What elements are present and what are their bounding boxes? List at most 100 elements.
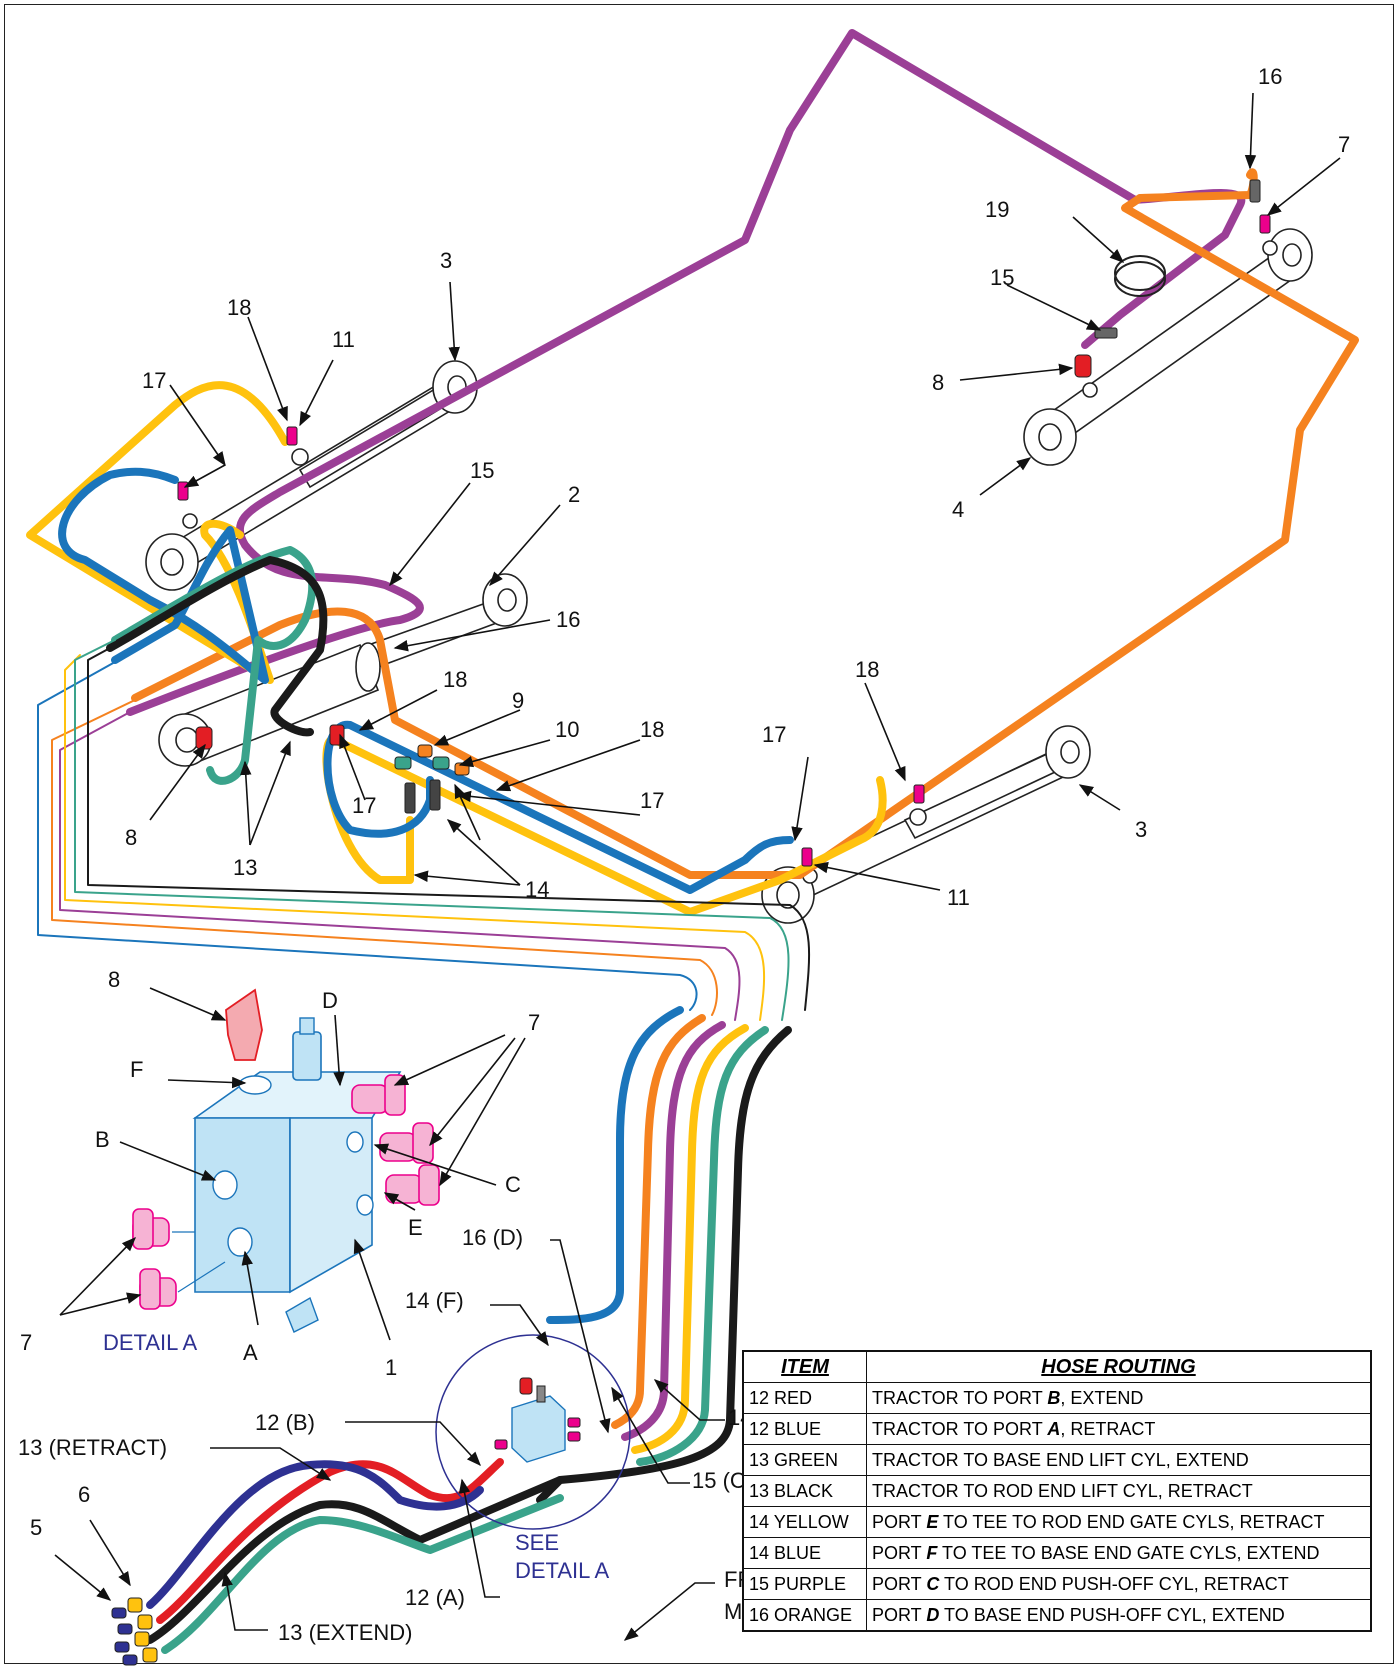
leader-lines [54,92,1341,1641]
routing-text: TO BASE END PUSH-OFF CYL, EXTEND [939,1604,1285,1625]
port-label-f: F [130,1057,143,1082]
callout-12a: 12 (A) [405,1585,465,1610]
callout-17: 17 [640,788,664,813]
row-routing: TRACTOR TO BASE END LIFT CYL, EXTEND [866,1444,1372,1476]
callout-16: 16 [556,607,580,632]
gate-cylinder-right [761,725,1091,924]
callout-7: 7 [528,1010,540,1035]
see-detail-a-line1: SEE [515,1530,559,1555]
routing-text: TRACTOR TO ROD END LIFT CYL, RETRACT [872,1480,1253,1501]
callout-3: 3 [440,248,452,273]
detail-a-title: DETAIL A [103,1330,197,1355]
column-header-hose-routing: HOSE ROUTING [866,1350,1372,1383]
port-letter: D [926,1604,940,1625]
row-item: 14 YELLOW [742,1506,867,1538]
port-letter: E [926,1511,939,1532]
callout-13: 13 [233,855,257,880]
callout-13-retract: 13 (RETRACT) [18,1435,167,1460]
port-letter: B [1047,1387,1061,1408]
routing-text: TO TEE TO ROD END GATE CYLS, RETRACT [938,1511,1325,1532]
routing-text: PORT [872,1542,927,1563]
routing-text: TO TEE TO BASE END GATE CYLS, EXTEND [937,1542,1320,1563]
callout-7: 7 [1338,132,1350,157]
callout-7: 7 [20,1330,32,1355]
row-item: 12 RED [742,1382,867,1414]
blue-hose-gate [58,467,794,894]
callout-2: 2 [568,482,580,507]
push-off-cylinder [1023,228,1313,466]
callout-14f: 14 (F) [405,1288,464,1313]
callout-18: 18 [855,657,879,682]
callout-18: 18 [443,667,467,692]
routing-text: TRACTOR TO BASE END LIFT CYL, EXTEND [872,1449,1249,1470]
row-routing: PORT E TO TEE TO ROD END GATE CYLS, RETR… [866,1506,1372,1538]
routing-text: , EXTEND [1060,1387,1144,1408]
row-item: 15 PURPLE [742,1568,867,1600]
callout-17: 17 [142,368,166,393]
row-routing: TRACTOR TO PORT A, RETRACT [866,1413,1372,1445]
callout-11: 11 [947,885,970,910]
callout-10: 10 [555,717,579,742]
row-item: 12 BLUE [742,1413,867,1445]
valve-block-small [494,1377,581,1463]
port-letter: A [1047,1418,1061,1439]
routing-text: TRACTOR TO PORT [872,1387,1048,1408]
yellow-hose-gate [26,381,887,916]
callout-18: 18 [640,717,664,742]
column-header-item: ITEM [742,1350,867,1383]
callout-1: 1 [385,1355,397,1380]
row-item: 14 BLUE [742,1537,867,1569]
callout-8: 8 [108,967,120,992]
callout-15: 15 [990,265,1014,290]
row-routing: PORT F TO TEE TO BASE END GATE CYLS, EXT… [866,1537,1372,1569]
routing-text: PORT [872,1604,927,1625]
routing-text: , RETRACT [1060,1418,1156,1439]
port-letter: C [926,1573,940,1594]
callout-17: 17 [762,722,786,747]
row-routing: PORT D TO BASE END PUSH-OFF CYL, EXTEND [866,1599,1372,1632]
callout-3: 3 [1135,817,1147,842]
row-item: 13 GREEN [742,1444,867,1476]
port-label-b: B [95,1127,110,1152]
callout-13-extend: 13 (EXTEND) [278,1620,412,1645]
port-label-e: E [408,1215,423,1240]
fittings [177,179,1271,867]
callout-16d: 16 (D) [462,1225,523,1250]
callout-9: 9 [512,688,524,713]
callout-18: 18 [227,295,251,320]
port-letter: F [926,1542,938,1563]
row-routing: PORT C TO ROD END PUSH-OFF CYL, RETRACT [866,1568,1372,1600]
hose-clamp-icon [1114,255,1166,297]
routing-text: TRACTOR TO PORT [872,1418,1048,1439]
routing-text: TO ROD END PUSH-OFF CYL, RETRACT [939,1573,1289,1594]
callout-19: 19 [985,197,1009,222]
drawing-border [4,4,1394,1664]
routing-text: PORT [872,1573,927,1594]
callout-12b: 12 (B) [255,1410,315,1435]
callout-11: 11 [332,327,355,352]
callout-8: 8 [932,370,944,395]
callout-16: 16 [1258,64,1282,89]
quick-couplers [111,1597,158,1666]
red-hose-tractor [156,1458,504,1624]
port-label-c: C [505,1172,521,1197]
valve-block-detail [132,988,440,1333]
row-item: 16 ORANGE [742,1599,867,1632]
routing-text: PORT [872,1511,927,1532]
see-detail-a-line2: DETAIL A [515,1558,609,1583]
callout-4: 4 [952,497,964,522]
callout-15: 15 [470,458,494,483]
callout-8: 8 [125,825,137,850]
port-label-d: D [322,988,338,1013]
row-item: 13 BLACK [742,1475,867,1507]
row-routing: TRACTOR TO PORT B, EXTEND [866,1382,1372,1414]
callout-6: 6 [78,1482,90,1507]
